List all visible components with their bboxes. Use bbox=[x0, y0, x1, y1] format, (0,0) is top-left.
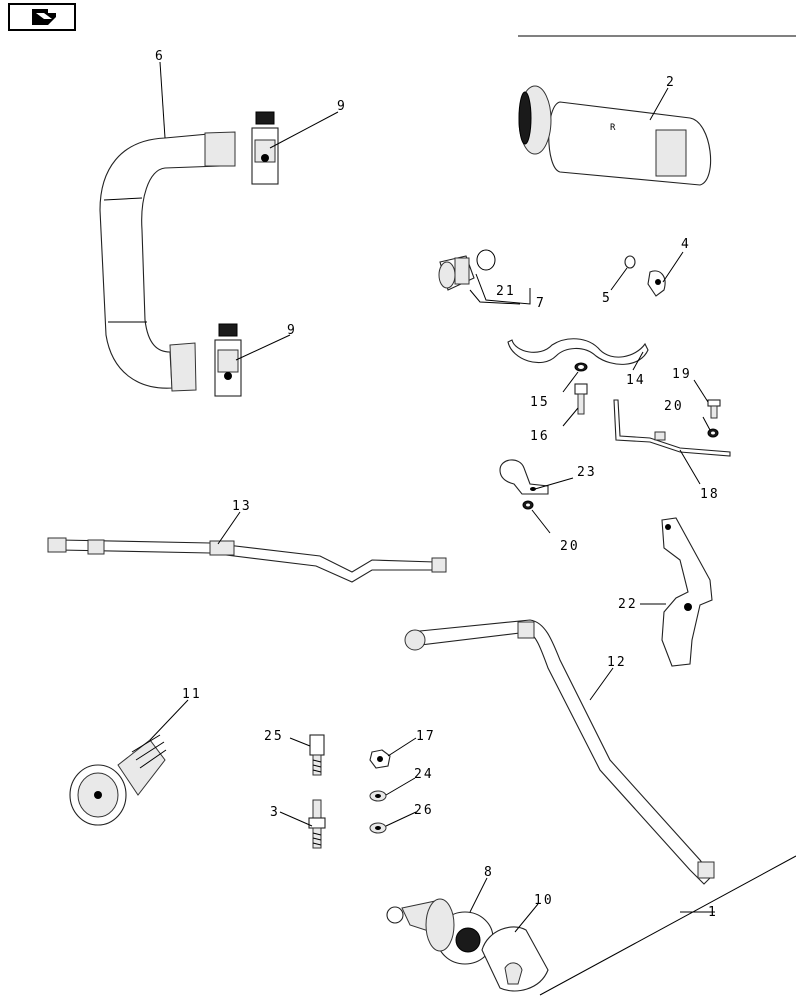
callout-26[interactable]: 26 bbox=[414, 803, 434, 818]
callout-20-right[interactable]: 20 bbox=[664, 399, 684, 414]
callout-15[interactable]: 15 bbox=[530, 395, 550, 410]
callout-17[interactable]: 17 bbox=[416, 729, 436, 744]
tube-part-12[interactable] bbox=[404, 619, 715, 885]
clip-part-23[interactable] bbox=[499, 459, 549, 495]
group-border-bottom bbox=[539, 855, 796, 996]
washer-part-5[interactable] bbox=[624, 255, 636, 269]
callout-12[interactable]: 12 bbox=[607, 655, 627, 670]
callout-6[interactable]: 6 bbox=[155, 49, 165, 64]
callout-11[interactable]: 11 bbox=[182, 687, 202, 702]
bracket-part-18[interactable] bbox=[613, 399, 731, 457]
callout-8[interactable]: 8 bbox=[484, 865, 494, 880]
svg-text:R: R bbox=[610, 123, 616, 133]
callout-18[interactable]: 18 bbox=[700, 487, 720, 502]
callout-16[interactable]: 16 bbox=[530, 429, 550, 444]
callout-25[interactable]: 25 bbox=[264, 729, 284, 744]
clamp-part-9-top[interactable] bbox=[251, 111, 279, 185]
callout-24[interactable]: 24 bbox=[414, 767, 434, 782]
filter-part-2[interactable]: R bbox=[518, 85, 712, 186]
callout-9-bottom[interactable]: 9 bbox=[287, 323, 297, 338]
callout-20-left[interactable]: 20 bbox=[560, 539, 580, 554]
callout-7[interactable]: 7 bbox=[536, 296, 546, 311]
callout-5[interactable]: 5 bbox=[602, 291, 612, 306]
fitting-part-7[interactable] bbox=[438, 249, 496, 291]
callout-9-top[interactable]: 9 bbox=[337, 99, 347, 114]
hose-part-6[interactable] bbox=[99, 131, 236, 392]
callout-21[interactable]: 21 bbox=[496, 284, 516, 299]
callout-3[interactable]: 3 bbox=[270, 805, 280, 820]
clip-part-4[interactable] bbox=[647, 270, 666, 297]
callout-22[interactable]: 22 bbox=[618, 597, 638, 612]
washer-part-26[interactable] bbox=[369, 822, 387, 834]
cap-part-11[interactable] bbox=[69, 734, 167, 826]
sleeve-part-10[interactable] bbox=[481, 926, 549, 992]
stud-part-3[interactable] bbox=[308, 799, 326, 849]
bolt-part-19[interactable] bbox=[707, 399, 721, 419]
clamp-part-9-bottom[interactable] bbox=[214, 323, 242, 397]
washer-part-20-right[interactable] bbox=[707, 428, 719, 438]
callout-1[interactable]: 1 bbox=[708, 905, 718, 920]
back-arrow-icon bbox=[32, 9, 56, 25]
callout-23[interactable]: 23 bbox=[577, 465, 597, 480]
callout-14[interactable]: 14 bbox=[626, 373, 646, 388]
strap-part-14[interactable] bbox=[507, 338, 649, 365]
bolt-part-16[interactable] bbox=[574, 383, 588, 415]
valve-part-8[interactable] bbox=[386, 898, 494, 965]
bolt-part-25[interactable] bbox=[309, 734, 325, 776]
washer-part-20-left[interactable] bbox=[522, 500, 534, 510]
callout-13[interactable]: 13 bbox=[232, 499, 252, 514]
callout-10[interactable]: 10 bbox=[534, 893, 554, 908]
callout-labels: 6 9 9 2 4 5 21 7 14 15 16 19 20 18 23 20… bbox=[155, 49, 720, 920]
callout-19[interactable]: 19 bbox=[672, 367, 692, 382]
tube-part-13[interactable] bbox=[47, 537, 447, 583]
nav-back-button[interactable] bbox=[8, 3, 76, 31]
nut-part-17[interactable] bbox=[369, 749, 391, 769]
callout-2[interactable]: 2 bbox=[666, 75, 676, 90]
leader-lines bbox=[149, 61, 715, 933]
callout-4[interactable]: 4 bbox=[681, 237, 691, 252]
washer-part-15[interactable] bbox=[574, 362, 588, 372]
washer-part-24[interactable] bbox=[369, 790, 387, 802]
bracket-part-22[interactable] bbox=[661, 517, 713, 667]
